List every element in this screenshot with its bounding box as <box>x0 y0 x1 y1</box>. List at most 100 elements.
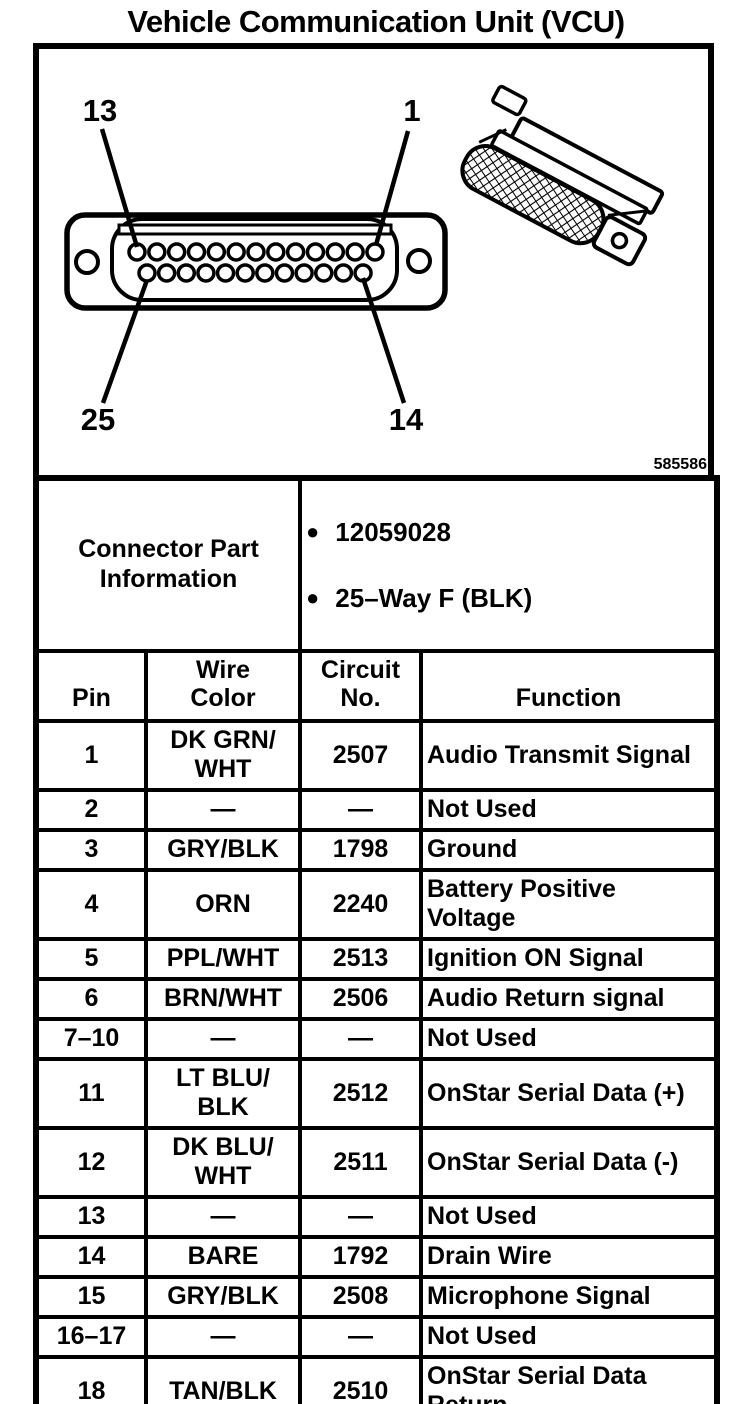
pinout-rows: 1 DK GRN/ WHT 2507 Audio Transmit Signal… <box>34 718 720 1404</box>
circuit-no-cell: — <box>298 1016 423 1061</box>
circuit-no-cell: 2507 <box>298 718 423 792</box>
pin-hole <box>365 242 385 262</box>
table-row: 3 GRY/BLK 1798 Ground <box>34 827 720 872</box>
table-row: 2 — — Not Used <box>34 787 720 832</box>
pin-hole <box>137 263 157 283</box>
connector-3d-illustration <box>460 84 665 267</box>
table-row: 16–17 — — Not Used <box>34 1314 720 1359</box>
header-circuit-no: Circuit No. <box>298 648 423 723</box>
pin-hole <box>246 242 266 262</box>
circuit-no-cell: 2512 <box>298 1056 423 1130</box>
table-row: 13 — — Not Used <box>34 1194 720 1239</box>
pin-row-bottom <box>137 263 373 283</box>
function-cell: OnStar Serial Data (+) <box>418 1056 720 1130</box>
wire-color-cell: BRN/WHT <box>144 976 302 1021</box>
wire-color-cell: — <box>144 1314 302 1359</box>
page-title: Vehicle Communication Unit (VCU) <box>127 4 625 39</box>
circuit-no-cell: 2240 <box>298 867 423 941</box>
mounting-hole-right <box>406 248 432 274</box>
function-cell: Ignition ON Signal <box>418 936 720 981</box>
pin-cell: 2 <box>34 787 148 832</box>
wire-color-cell: ORN <box>144 867 302 941</box>
pin-hole <box>266 242 286 262</box>
pin-hole <box>235 263 255 283</box>
function-cell: Ground <box>418 827 720 872</box>
function-cell: Battery Positive Voltage <box>418 867 720 941</box>
callout-pin-25: 25 <box>81 402 115 437</box>
wire-color-cell: BARE <box>144 1234 302 1279</box>
wire-color-cell: DK BLU/ WHT <box>144 1125 302 1199</box>
circuit-no-cell: — <box>298 787 423 832</box>
connector-part-info-label: Connector Part Information <box>34 476 302 653</box>
connector-diagram-box: 13 1 25 14 585586 <box>33 43 714 475</box>
wire-color-cell: LT BLU/ BLK <box>144 1056 302 1130</box>
pin-hole <box>274 263 295 283</box>
function-cell: Not Used <box>418 1314 720 1359</box>
connector-type: 25–Way F (BLK) <box>335 582 533 613</box>
function-cell: Not Used <box>418 1194 720 1239</box>
connector-diagram: 13 1 25 14 585586 <box>64 84 707 473</box>
function-cell: OnStar Serial Data (-) <box>418 1125 720 1199</box>
pin-hole <box>156 263 177 283</box>
callout-pin-14: 14 <box>389 402 424 437</box>
pin-hole <box>166 242 187 262</box>
pin-cell: 14 <box>34 1234 148 1279</box>
pin-hole <box>147 242 167 262</box>
pin-cell: 13 <box>34 1194 148 1239</box>
pin-cell: 12 <box>34 1125 148 1199</box>
wire-color-cell: — <box>144 787 302 832</box>
table-row: 5 PPL/WHT 2513 Ignition ON Signal <box>34 936 720 981</box>
circuit-no-cell: 2506 <box>298 976 423 1021</box>
pin-hole <box>176 263 197 283</box>
wire-color-cell: GRY/BLK <box>144 1274 302 1319</box>
table-row: 18 TAN/BLK 2510 OnStar Serial Data Retur… <box>34 1354 720 1404</box>
wire-color-cell: — <box>144 1016 302 1061</box>
pin-hole <box>226 242 246 262</box>
function-cell: Not Used <box>418 787 720 832</box>
circuit-no-cell: 2511 <box>298 1125 423 1199</box>
pin-cell: 6 <box>34 976 148 1021</box>
pin-cell: 15 <box>34 1274 148 1319</box>
table-row: 12 DK BLU/ WHT 2511 OnStar Serial Data (… <box>34 1125 720 1199</box>
bullet-icon: ● <box>306 518 320 544</box>
pin-hole <box>314 263 334 283</box>
function-cell: Microphone Signal <box>418 1274 720 1319</box>
pin-cell: 11 <box>34 1056 148 1130</box>
circuit-no-cell: — <box>298 1194 423 1239</box>
header-wire-color: Wire Color <box>144 648 302 723</box>
figure-number: 585586 <box>654 456 707 473</box>
function-cell: OnStar Serial Data Return <box>418 1354 720 1404</box>
circuit-no-cell: — <box>298 1314 423 1359</box>
connector-part-number: 12059028 <box>335 516 451 547</box>
pin-hole <box>333 263 354 283</box>
pin-cell: 7–10 <box>34 1016 148 1061</box>
pin-cell: 1 <box>34 718 148 792</box>
pin-cell: 16–17 <box>34 1314 148 1359</box>
table-row: 1 DK GRN/ WHT 2507 Audio Transmit Signal <box>34 718 720 792</box>
pin-hole <box>206 242 227 262</box>
callout-pin-13: 13 <box>83 93 117 128</box>
table-row: 15 GRY/BLK 2508 Microphone Signal <box>34 1274 720 1319</box>
circuit-no-cell: 2513 <box>298 936 423 981</box>
function-cell: Not Used <box>418 1016 720 1061</box>
pin-cell: 18 <box>34 1354 148 1404</box>
connector-part-number-line: ● 12059028 <box>306 517 710 548</box>
table-row: 11 LT BLU/ BLK 2512 OnStar Serial Data (… <box>34 1056 720 1130</box>
connector-face <box>64 212 448 311</box>
wire-color-cell: GRY/BLK <box>144 827 302 872</box>
pin-hole <box>186 242 207 262</box>
function-cell: Audio Return signal <box>418 976 720 1021</box>
header-pin: Pin <box>34 648 148 723</box>
table-row: 4 ORN 2240 Battery Positive Voltage <box>34 867 720 941</box>
callout-leader-lines <box>99 128 411 404</box>
pinout-table: Connector Part Information ● 12059028 ● … <box>33 475 721 1404</box>
pin-row-top <box>127 242 385 262</box>
wire-color-cell: TAN/BLK <box>144 1354 302 1404</box>
wire-color-cell: — <box>144 1194 302 1239</box>
pin-hole <box>294 263 314 283</box>
circuit-no-cell: 2510 <box>298 1354 423 1404</box>
connector-type-line: ● 25–Way F (BLK) <box>306 583 710 614</box>
pin-hole <box>215 263 236 283</box>
pin-hole <box>325 242 346 262</box>
